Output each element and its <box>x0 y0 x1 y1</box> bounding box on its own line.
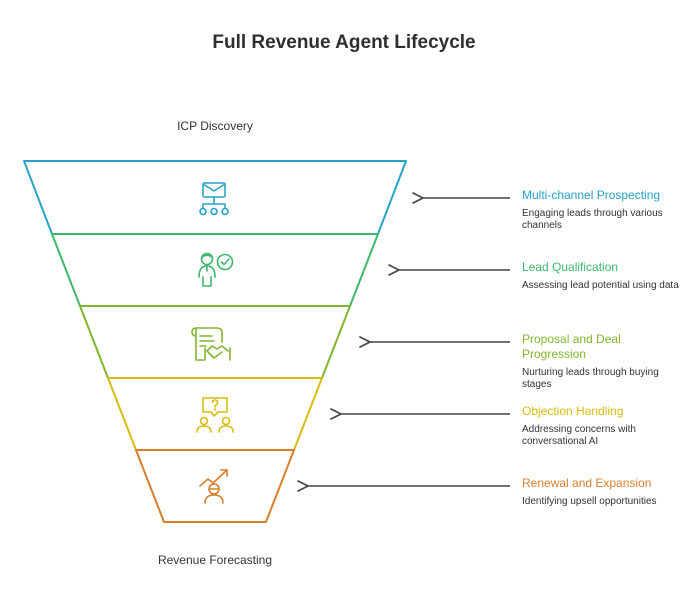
funnel-stage-1 <box>23 160 510 235</box>
stage-description-lead-qualification: Assessing lead potential using data <box>522 280 679 291</box>
person-checkmark-icon <box>198 252 234 287</box>
stage-description-proposal-and-deal-progression: Nurturing leads through buying stages <box>522 367 659 390</box>
stage-title-renewal-and-expansion: Renewal and Expansion <box>522 476 652 490</box>
stage-title-objection-handling: Objection Handling <box>522 404 624 418</box>
question-conversation-icon <box>196 397 234 433</box>
funnel-stage-5 <box>135 449 510 523</box>
funnel-stage-3 <box>79 305 510 379</box>
document-handshake-icon <box>191 327 231 361</box>
stage-label-5: Renewal and Expansion Identifying upsell… <box>522 476 682 508</box>
stage-title-multi-channel-prospecting: Multi-channel Prospecting <box>522 188 661 202</box>
diagram-title: Full Revenue Agent Lifecycle <box>212 32 476 53</box>
stage-title-proposal-and-deal-progression: Proposal and Deal Progression <box>522 332 621 361</box>
stage-description-multi-channel-prospecting: Engaging leads through various channels <box>522 208 663 231</box>
funnel-segment-renewal-and-expansion <box>135 449 295 523</box>
stage-label-3: Proposal and Deal Progression Nurturing … <box>522 332 682 391</box>
funnel-stage-4 <box>107 377 510 451</box>
stage-label-2: Lead Qualification Assessing lead potent… <box>522 260 682 292</box>
funnel-segment-proposal-and-deal-progression <box>79 305 351 379</box>
stage-label-4: Objection Handling Addressing concerns w… <box>522 404 682 448</box>
growth-arrow-person-icon <box>199 469 228 504</box>
funnel-segment-lead-qualification <box>51 233 379 307</box>
funnel-stage-2 <box>51 233 510 307</box>
stage-description-renewal-and-expansion: Identifying upsell opportunities <box>522 496 657 507</box>
stage-label-1: Multi-channel Prospecting Engaging leads… <box>522 188 682 232</box>
stage-title-lead-qualification: Lead Qualification <box>522 260 619 274</box>
funnel-top-label: ICP Discovery <box>177 119 253 133</box>
stage-description-objection-handling: Addressing concerns with conversational … <box>522 424 636 447</box>
funnel-bottom-label: Revenue Forecasting <box>157 553 273 567</box>
email-network-icon <box>199 182 229 216</box>
